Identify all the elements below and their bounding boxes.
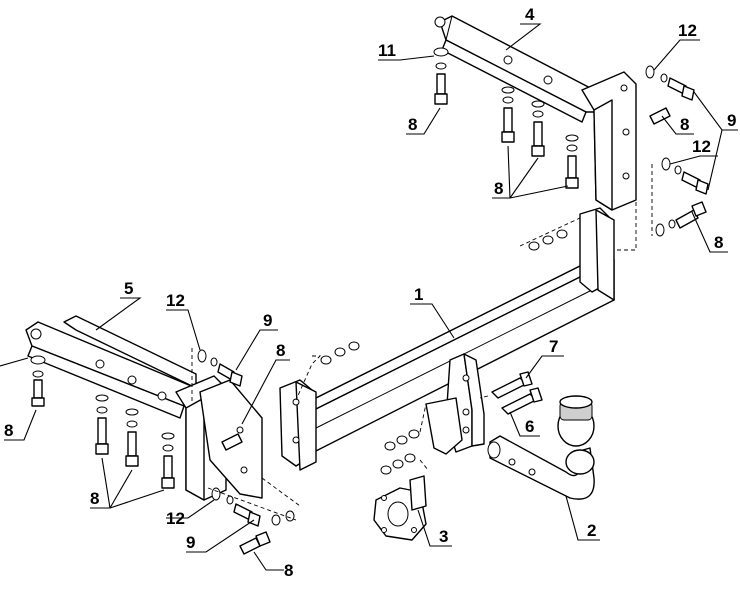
bracket-rail-4 <box>434 15 599 123</box>
callout-8-left-rail: 8 <box>4 421 13 440</box>
callout-12-upper-right: 12 <box>678 21 697 40</box>
callout-12-bottom: 12 <box>166 509 185 528</box>
assembly-lines <box>191 90 653 521</box>
mount-plate-left <box>175 375 227 501</box>
callout-12-left: 12 <box>166 291 185 310</box>
callout-8-left-group: 8 <box>90 489 99 508</box>
callout-7: 7 <box>549 337 558 356</box>
long-bolts-6-7 <box>491 371 543 415</box>
callout-8-left-plate: 8 <box>276 341 285 360</box>
callout-4: 4 <box>525 5 535 24</box>
callout-11: 11 <box>378 41 396 60</box>
callout-8-bottom: 8 <box>284 561 293 580</box>
callout-9-right: 9 <box>727 111 736 130</box>
callout-8-upper-group: 8 <box>494 179 503 198</box>
fasteners <box>30 47 709 555</box>
callout-12-right-mid: 12 <box>692 137 711 156</box>
callout-2: 2 <box>587 521 596 540</box>
callout-9-bottom: 9 <box>186 533 195 552</box>
callout-labels: 1 2 3 4 5 6 7 8 8 8 8 8 8 8 8 9 9 9 11 1… <box>4 5 736 580</box>
callout-3: 3 <box>439 527 448 546</box>
callout-1: 1 <box>414 285 423 304</box>
bracket-rail-5 <box>25 315 197 419</box>
callout-5: 5 <box>124 279 133 298</box>
callout-9-left: 9 <box>263 311 272 330</box>
mount-plate-upper <box>581 71 637 211</box>
tow-ball-neck-2 <box>487 395 595 500</box>
callout-6: 6 <box>525 417 534 436</box>
leader-lines <box>0 23 738 571</box>
tow-bracket <box>425 353 485 455</box>
callout-8-right-upper: 8 <box>680 115 689 134</box>
socket-plate-3 <box>373 475 427 541</box>
callout-8-right-lower: 8 <box>714 233 723 252</box>
callout-8-upper-left: 8 <box>408 115 417 134</box>
beam-end-plate-right <box>579 207 615 301</box>
beam-end-plate-left <box>279 379 317 471</box>
